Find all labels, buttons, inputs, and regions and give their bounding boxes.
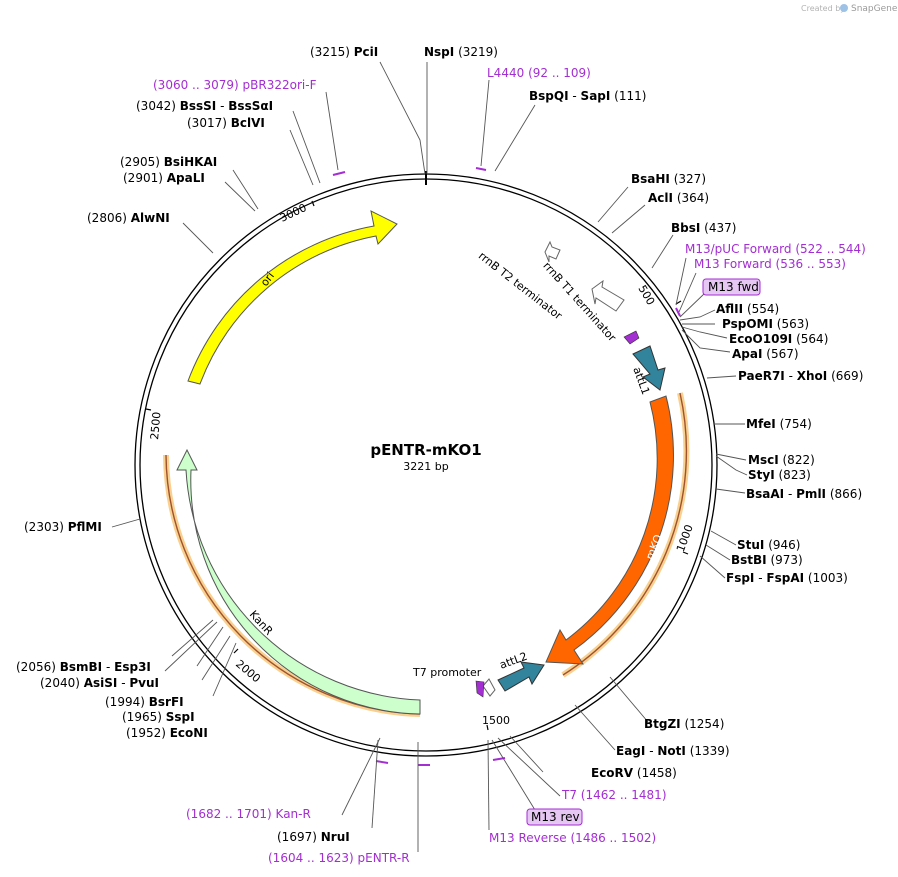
site-paer7i-xhoi[interactable]: PaeR7I - XhoI (669) (738, 369, 863, 383)
site-nspi[interactable]: NspI (3219) (424, 45, 498, 59)
leader-lines (111, 61, 748, 852)
site-bsmbi-esp3i[interactable]: (2056) BsmBI - Esp3I (16, 660, 151, 674)
site-fspi-fspai[interactable]: FspI - FspAI (1003) (726, 571, 848, 585)
site-apai[interactable]: ApaI (567) (732, 347, 799, 361)
site-econi[interactable]: (1952) EcoNI (126, 726, 208, 740)
site-bsihkai[interactable]: (2905) BsiHKAI (120, 155, 217, 169)
site-mfei[interactable]: MfeI (754) (746, 417, 812, 431)
site-bsaai-pmli[interactable]: BsaAI - PmlI (866) (746, 487, 862, 501)
tick-label-2000: 2000 (233, 657, 263, 685)
site-bsrfi[interactable]: (1994) BsrFI (105, 695, 184, 709)
watermark-prefix: Created by (801, 4, 845, 13)
m13-rev-badge-label: M13 rev (531, 810, 580, 824)
ori-feature-arrow[interactable] (187, 210, 398, 385)
site-bstbi[interactable]: BstBI (973) (731, 553, 803, 567)
t7-promoter-label: T7 promoter (412, 666, 482, 679)
primer-m13-forward[interactable]: M13 Forward (536 .. 553) (694, 257, 846, 271)
primer-marks (332, 167, 681, 766)
site-psppomi[interactable]: PspOMI (563) (722, 317, 809, 331)
tick-label-1500: 1500 (482, 714, 510, 727)
site-bsssi-bsssai[interactable]: (3042) BssSI - BssSαI (136, 99, 273, 113)
site-ecoo109i[interactable]: EcoO109I (564) (729, 332, 828, 346)
primer-m13-puc-forward[interactable]: M13/pUC Forward (522 .. 544) (685, 242, 866, 256)
m13-fwd-badge[interactable]: M13 fwd (702, 278, 761, 296)
primer-l4440[interactable]: L4440 (92 .. 109) (487, 66, 591, 80)
primer-m13-reverse[interactable]: M13 Reverse (1486 .. 1502) (489, 831, 656, 845)
watermark-brand: SnapGene (851, 4, 898, 14)
site-pflmi[interactable]: (2303) PflMI (24, 520, 102, 534)
plasmid-length: 3221 bp (403, 460, 448, 473)
rrnb-t2-terminator-arrow[interactable] (544, 240, 561, 263)
site-bbsi[interactable]: BbsI (437) (671, 221, 736, 235)
site-styi[interactable]: StyI (823) (748, 468, 811, 482)
site-bclvi[interactable]: (3017) BclVI (187, 116, 265, 130)
site-msci[interactable]: MscI (822) (748, 453, 815, 467)
site-sspi[interactable]: (1965) SspI (122, 710, 195, 724)
kanr-highlight-arc (163, 454, 421, 717)
tick-label-3000: 3000 (278, 201, 309, 225)
primer-arrow-m13-fwd (623, 330, 640, 345)
kanr-feature-arrow[interactable] (176, 448, 421, 715)
mko-orf-arc (562, 392, 688, 676)
tick-label-2500: 2500 (148, 411, 163, 440)
primer-arrow-m13-rev (475, 680, 485, 698)
site-apali[interactable]: (2901) ApaLI (123, 171, 205, 185)
snapgene-logo-icon (840, 4, 848, 12)
site-nrui[interactable]: (1697) NruI (277, 830, 350, 844)
site-pcii[interactable]: (3215) PciI (310, 45, 378, 59)
attl1-feature-arrow[interactable] (632, 345, 666, 391)
site-asisi-pvui[interactable]: (2040) AsiSI - PvuI (40, 676, 159, 690)
mko-feature-arrow[interactable] (545, 395, 674, 665)
plasmid-name: pENTR-mKO1 (370, 441, 481, 459)
m13-rev-badge[interactable]: M13 rev (526, 808, 583, 826)
site-stui[interactable]: StuI (946) (737, 538, 801, 552)
scale-ticks (145, 200, 689, 731)
site-eagi-noti[interactable]: EagI - NotI (1339) (616, 744, 730, 758)
site-btgzi[interactable]: BtgZI (1254) (644, 717, 724, 731)
t7-promoter-arrow[interactable] (482, 678, 496, 697)
site-bsahi[interactable]: BsaHI (327) (631, 172, 706, 186)
site-ecorv[interactable]: EcoRV (1458) (591, 766, 677, 780)
attl2-feature-arrow[interactable] (497, 661, 545, 692)
tick-label-500: 500 (635, 283, 657, 308)
site-aflii[interactable]: AflII (554) (716, 302, 779, 316)
rrnb-t1-terminator-arrow[interactable] (591, 279, 625, 312)
primer-pbr322ori-f[interactable]: (3060 .. 3079) pBR322ori-F (153, 78, 317, 92)
primer-kan-r[interactable]: (1682 .. 1701) Kan-R (186, 807, 311, 821)
snapgene-watermark: Created by SnapGene (801, 4, 898, 14)
primer-t7[interactable]: T7 (1462 .. 1481) (561, 788, 667, 802)
m13-fwd-badge-label: M13 fwd (708, 280, 759, 294)
primer-pentr-r[interactable]: (1604 .. 1623) pENTR-R (268, 851, 410, 865)
site-alwni[interactable]: (2806) AlwNI (87, 211, 170, 225)
site-bspqi-sapi[interactable]: BspQI - SapI (111) (529, 89, 646, 103)
site-acli[interactable]: AclI (364) (648, 191, 709, 205)
